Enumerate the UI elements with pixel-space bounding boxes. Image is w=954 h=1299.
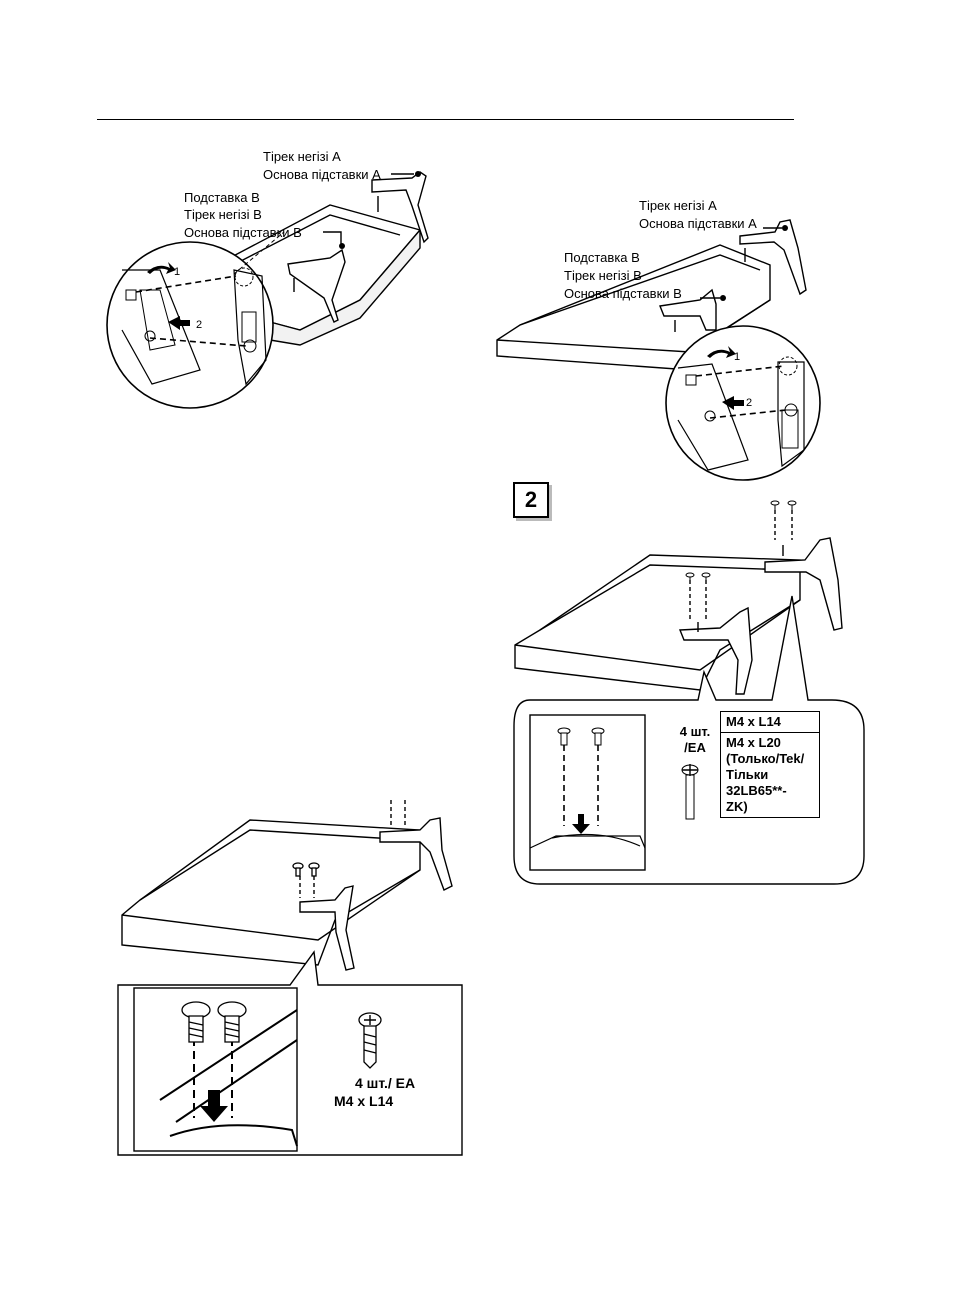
bl-screw-size-label: M4 x L14 [334, 1094, 393, 1109]
bl-qty-label: 4 шт./ EA [355, 1076, 415, 1091]
